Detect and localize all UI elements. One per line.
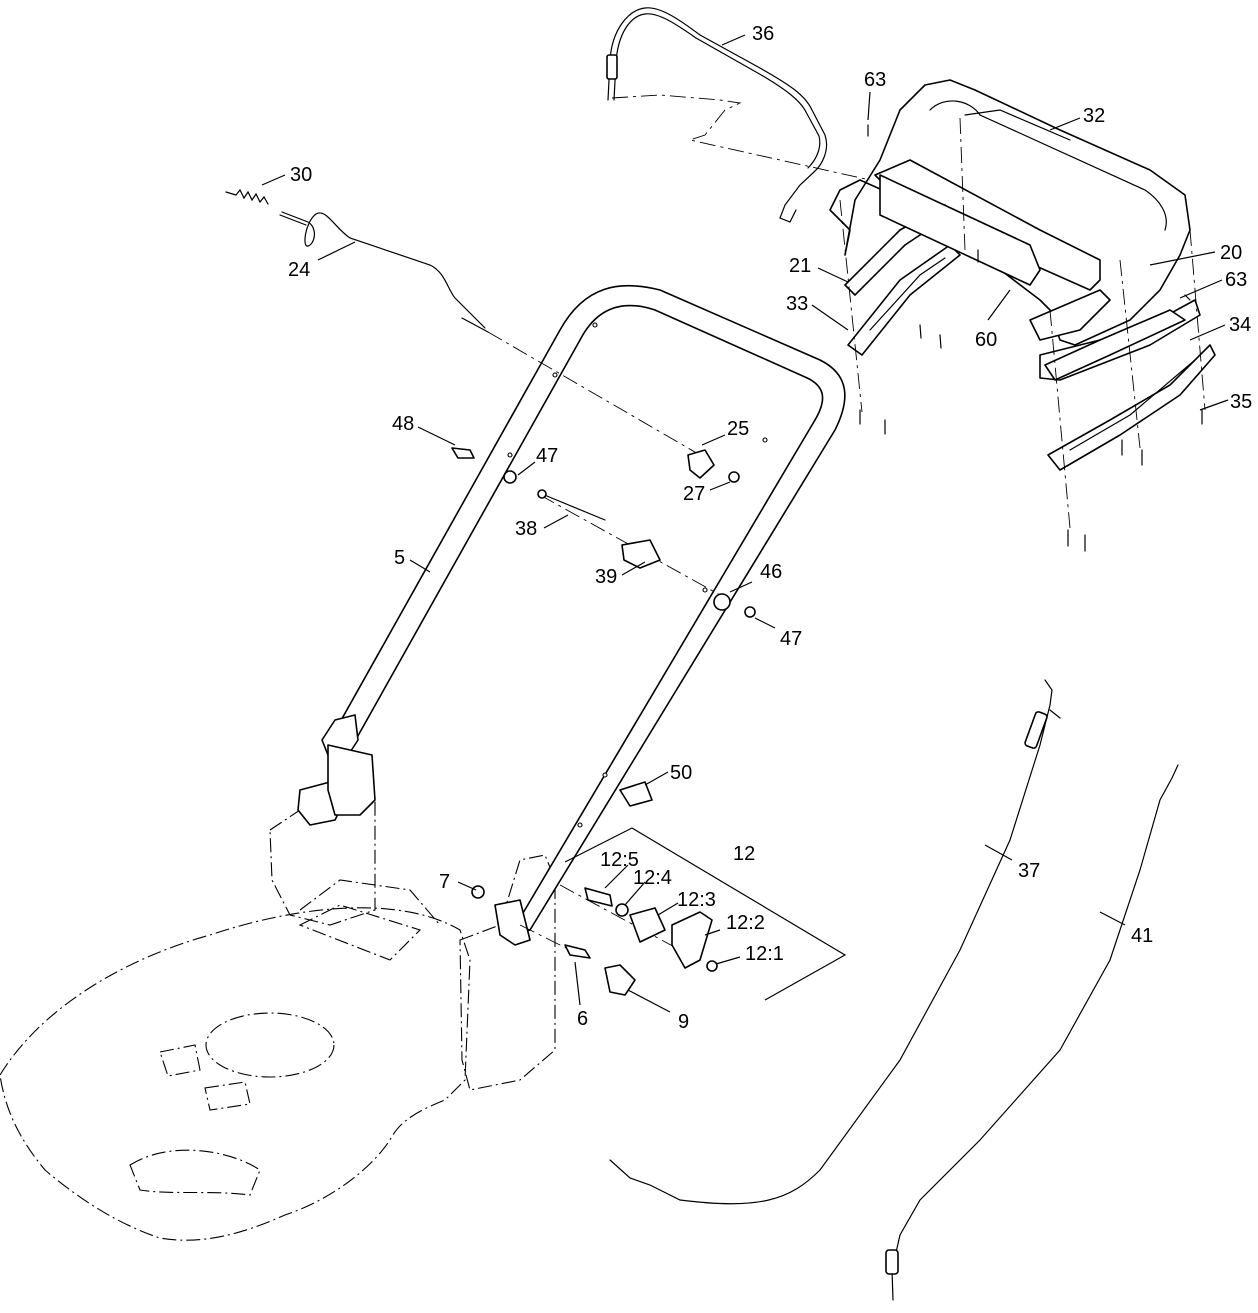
right-handle-bracket	[494, 899, 531, 946]
callout-12-5: 12:5	[600, 849, 639, 871]
callout-50: 50	[670, 762, 692, 784]
callout-46: 46	[760, 561, 782, 583]
callout-34: 34	[1229, 314, 1251, 336]
callout-63-top: 63	[864, 69, 886, 91]
control-rod	[279, 211, 489, 333]
spring	[225, 188, 269, 205]
hardware-parts	[451, 447, 756, 996]
callout-30: 30	[290, 164, 312, 186]
callout-41: 41	[1131, 925, 1153, 947]
callout-12-1: 12:1	[745, 943, 784, 965]
callout-9: 9	[678, 1011, 689, 1033]
callout-24: 24	[288, 259, 310, 281]
callout-6: 6	[577, 1008, 588, 1030]
callout-12-2: 12:2	[726, 912, 765, 934]
handle-tube	[329, 284, 846, 936]
kit-12-bracket	[564, 827, 847, 1001]
callout-60: 60	[975, 329, 997, 351]
callout-20: 20	[1220, 242, 1242, 264]
leader-lines	[261, 34, 1229, 1013]
callout-12-4: 12:4	[633, 867, 672, 889]
callout-38: 38	[515, 518, 537, 540]
callout-12-3: 12:3	[677, 889, 716, 911]
callout-5: 5	[394, 547, 405, 569]
right-grip-assembly	[1044, 309, 1216, 471]
mower-deck-phantom	[0, 789, 556, 1241]
callout-27: 27	[683, 483, 705, 505]
callout-47-upper: 47	[536, 445, 558, 467]
callout-25: 25	[727, 418, 749, 440]
operator-bail	[606, 7, 828, 223]
cable-37	[609, 679, 1061, 1205]
callout-47-lower: 47	[780, 628, 802, 650]
callout-labels: 36 63 32 30 24 21 20 63 33 60 34 35 48 4…	[288, 23, 1252, 1033]
callout-39: 39	[595, 566, 617, 588]
callout-33: 33	[786, 293, 808, 315]
callout-37: 37	[1018, 860, 1040, 882]
callout-63-right: 63	[1225, 269, 1247, 291]
callout-36: 36	[752, 23, 774, 45]
callout-12: 12	[733, 843, 755, 865]
screws-35	[859, 124, 1203, 552]
assembly-centerlines	[487, 94, 1206, 956]
cable-41	[885, 764, 1179, 1301]
callout-21: 21	[789, 255, 811, 277]
callout-35: 35	[1230, 391, 1252, 413]
callout-32: 32	[1083, 105, 1105, 127]
callout-7: 7	[439, 871, 450, 893]
left-handle-bracket	[297, 714, 376, 826]
callout-48: 48	[392, 413, 414, 435]
crossbar-60	[879, 174, 1041, 286]
